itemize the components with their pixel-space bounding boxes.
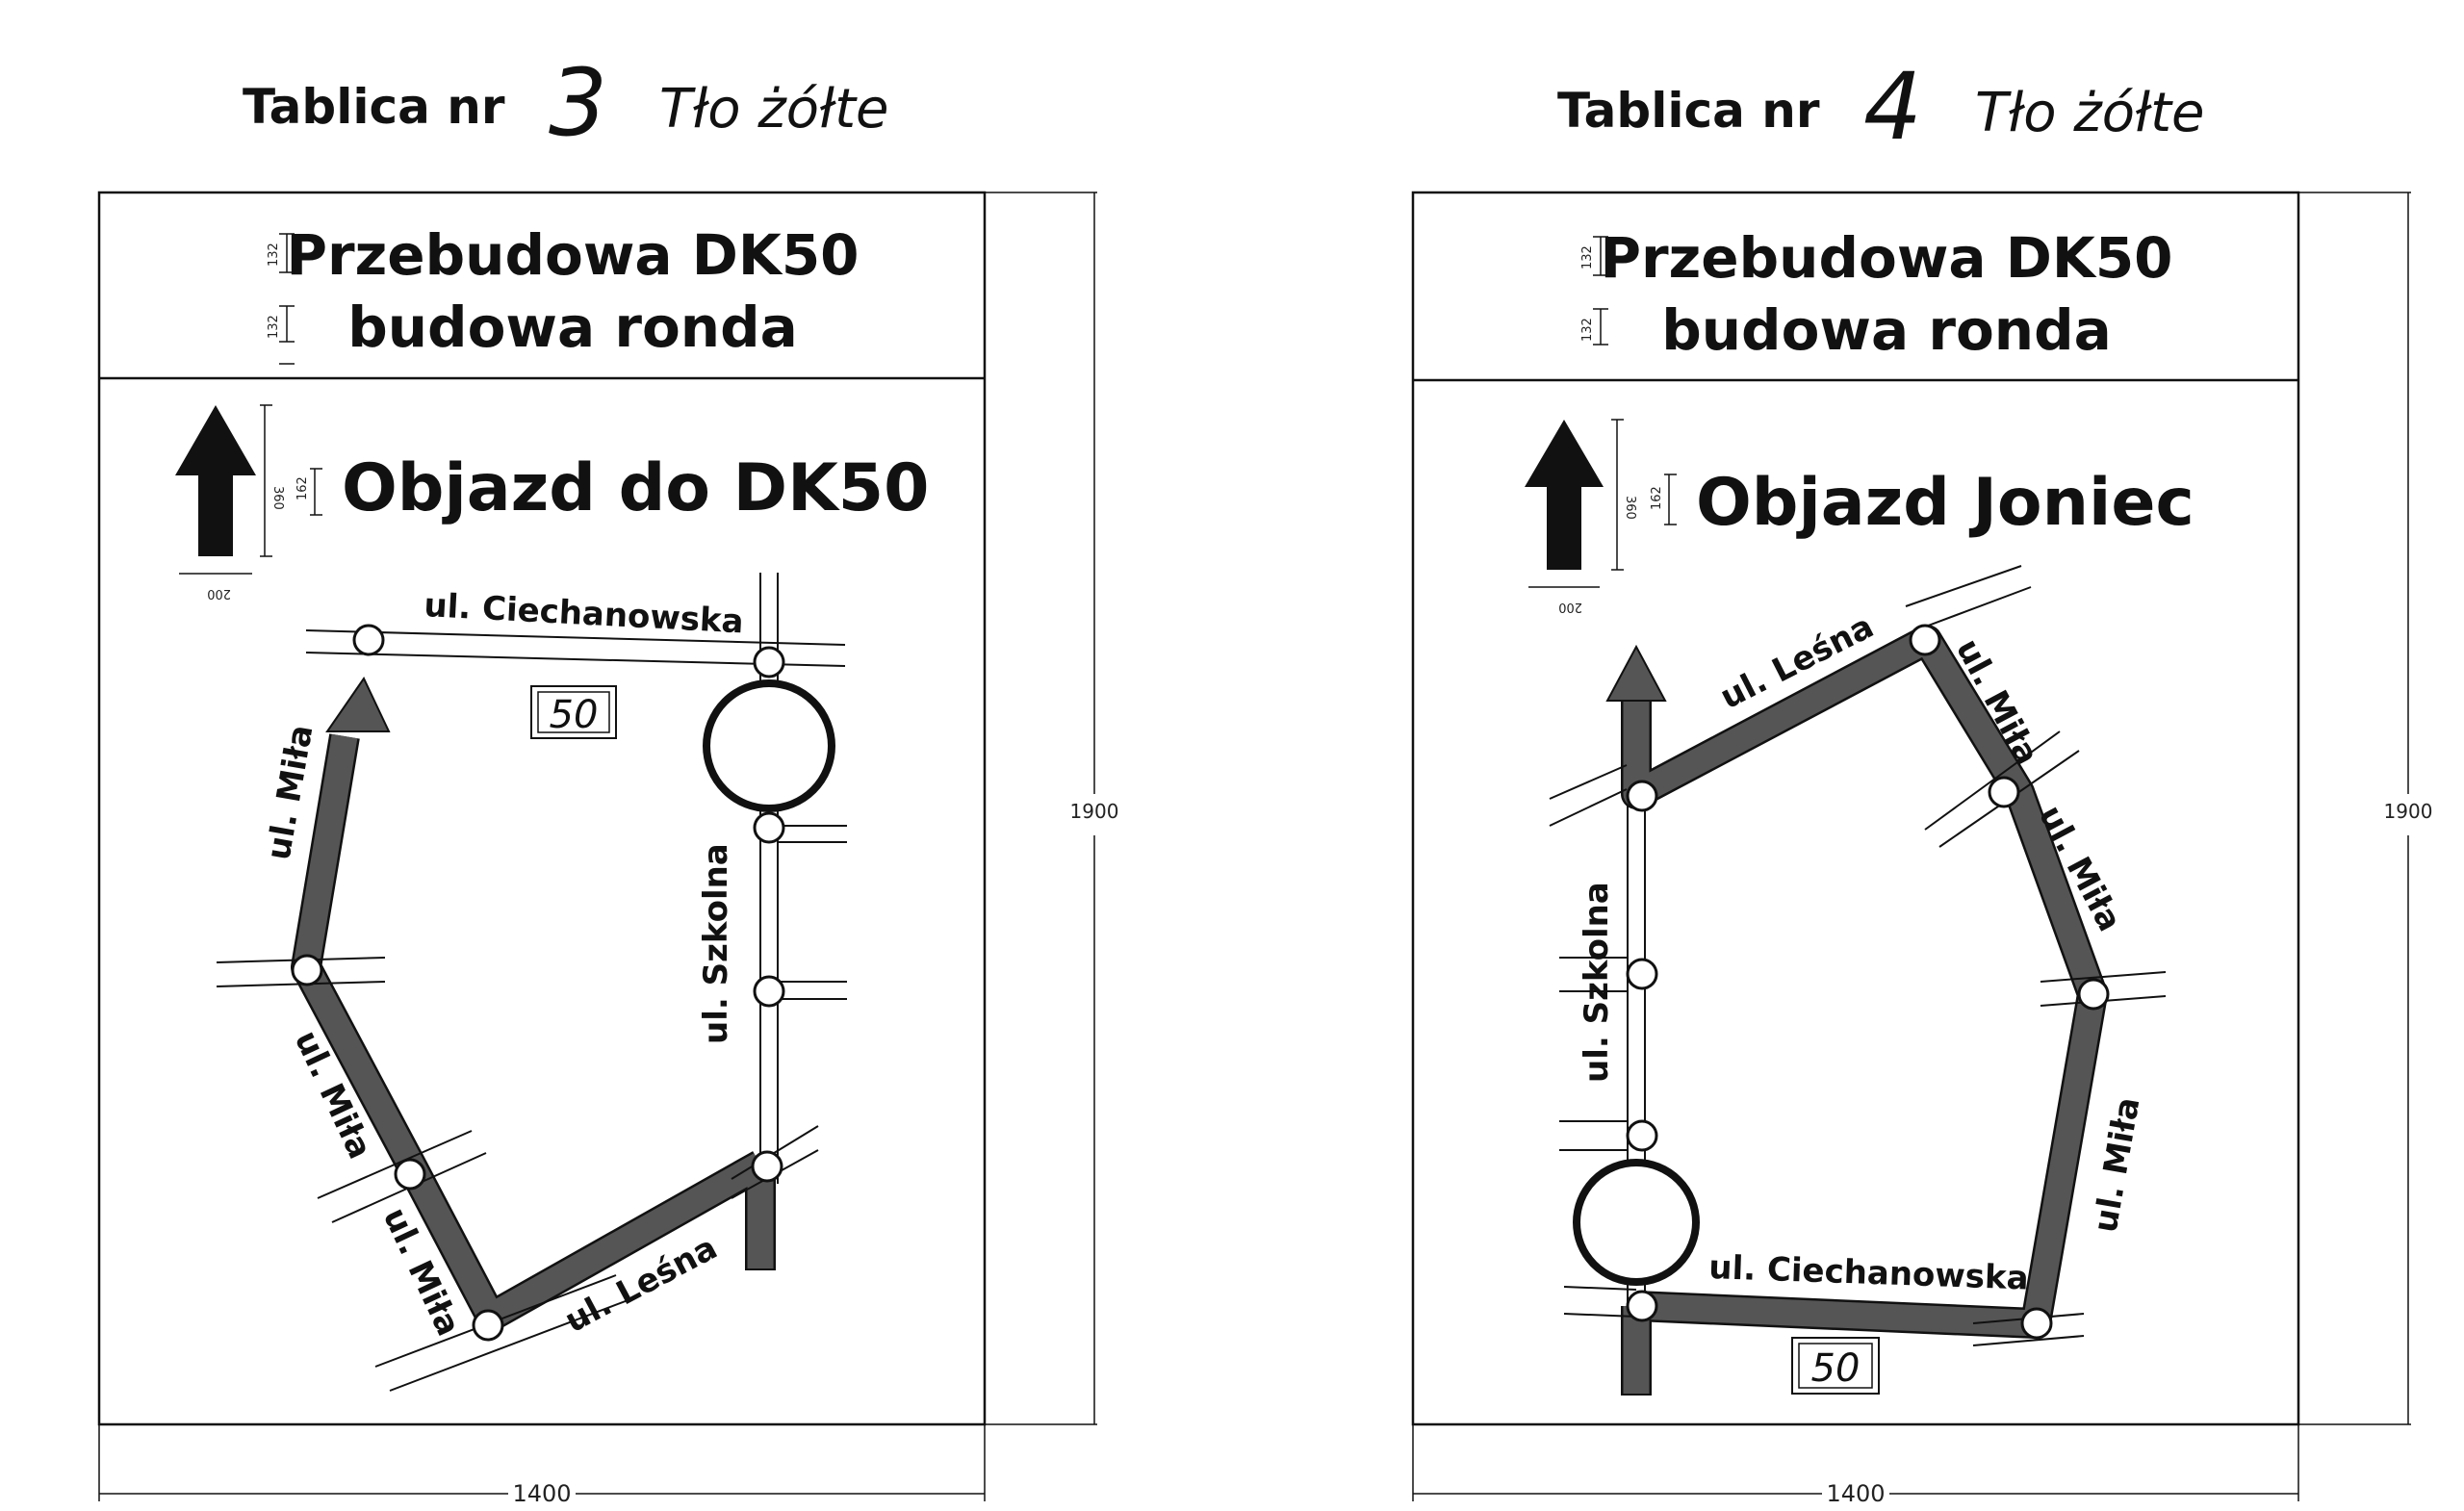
route-sign xyxy=(1791,1337,1880,1395)
route-sign-number: 50 xyxy=(1811,1346,1861,1391)
cross-streets xyxy=(1549,565,2167,1346)
dim-arrow-width: 200 xyxy=(207,586,231,601)
street-label-ciechanowska: ul. Ciechanowska xyxy=(1708,1248,2030,1298)
height-dimension: 1900 xyxy=(2384,800,2433,823)
detour-arrowhead-icon xyxy=(325,677,391,732)
dim-direction-text: 162 xyxy=(1650,486,1664,510)
header-line-1: Przebudowa DK50 xyxy=(286,222,859,288)
route-sign xyxy=(530,685,617,739)
header-line-1: Przebudowa DK50 xyxy=(1600,225,2172,291)
direction-arrow-icon xyxy=(175,405,256,556)
street-label-mila-3: ul. Miła xyxy=(2086,1094,2147,1235)
dim-header-line-2: 132 xyxy=(1580,318,1595,342)
route-sign-inner xyxy=(537,691,610,733)
header-line-2: budowa ronda xyxy=(1661,297,2111,363)
board-number: 4 xyxy=(1863,53,1922,161)
detour-route-fill xyxy=(293,733,774,1330)
dim-arrow-height: 360 xyxy=(1623,496,1637,520)
background-color-note: Tło żółte xyxy=(659,78,889,141)
arrow-dimension-marks xyxy=(1528,419,1677,588)
width-dimension: 1400 xyxy=(512,1480,571,1507)
header-line-2: budowa ronda xyxy=(347,295,797,360)
board-3-drawing: Tablica nr 3 Tło żółte Przebudowa DK50 b… xyxy=(97,49,1119,1507)
dimension-lines xyxy=(98,192,1097,1501)
detour-arrowhead-icon xyxy=(1605,644,1667,702)
arrow-dimension-marks xyxy=(179,404,322,575)
direction-text: Objazd do DK50 xyxy=(342,450,929,526)
roundabout xyxy=(1573,1159,1700,1286)
dim-header-line-1: 132 xyxy=(1580,245,1595,269)
dim-arrow-width: 200 xyxy=(1558,600,1582,614)
board-title-prefix: Tablica nr xyxy=(243,79,505,135)
board-number: 3 xyxy=(549,49,607,157)
street-label-szkolna: ul. Szkolna xyxy=(697,843,735,1044)
direction-text: Objazd Joniec xyxy=(1696,465,2194,541)
dim-header-line-1: 132 xyxy=(267,243,281,267)
route-sign-inner xyxy=(1798,1343,1873,1389)
junction-nodes xyxy=(1626,624,2110,1340)
board-title-prefix: Tablica nr xyxy=(1557,83,1820,139)
street-label-ciechanowska: ul. Ciechanowska xyxy=(424,586,745,641)
detour-route xyxy=(291,733,776,1332)
board-4-drawing: Tablica nr 4 Tło żółte Przebudowa DK50 b… xyxy=(1411,53,2433,1507)
width-dimension: 1400 xyxy=(1826,1480,1885,1507)
dim-header-line-2: 132 xyxy=(267,315,281,339)
board-3: Tablica nr 3 Tło żółte Przebudowa DK50 b… xyxy=(97,49,1119,1507)
header-dimension-marks xyxy=(1593,236,1608,346)
route-sign-number: 50 xyxy=(550,693,599,737)
junction-nodes xyxy=(291,624,785,1342)
street-label-szkolna: ul. Szkolna xyxy=(1578,882,1616,1083)
board-frame xyxy=(1411,191,2300,1426)
dim-arrow-height: 360 xyxy=(270,486,285,510)
dimension-lines xyxy=(1412,192,2411,1501)
header-dimension-marks xyxy=(279,233,295,365)
board-frame xyxy=(97,191,987,1426)
direction-arrow-icon xyxy=(1525,420,1604,570)
board-4: Tablica nr 4 Tło żółte Przebudowa DK50 b… xyxy=(1232,0,2464,1511)
dim-direction-text: 162 xyxy=(295,476,310,500)
height-dimension: 1900 xyxy=(1070,800,1119,823)
roundabout xyxy=(703,679,835,812)
background-color-note: Tło żółte xyxy=(1975,82,2205,144)
